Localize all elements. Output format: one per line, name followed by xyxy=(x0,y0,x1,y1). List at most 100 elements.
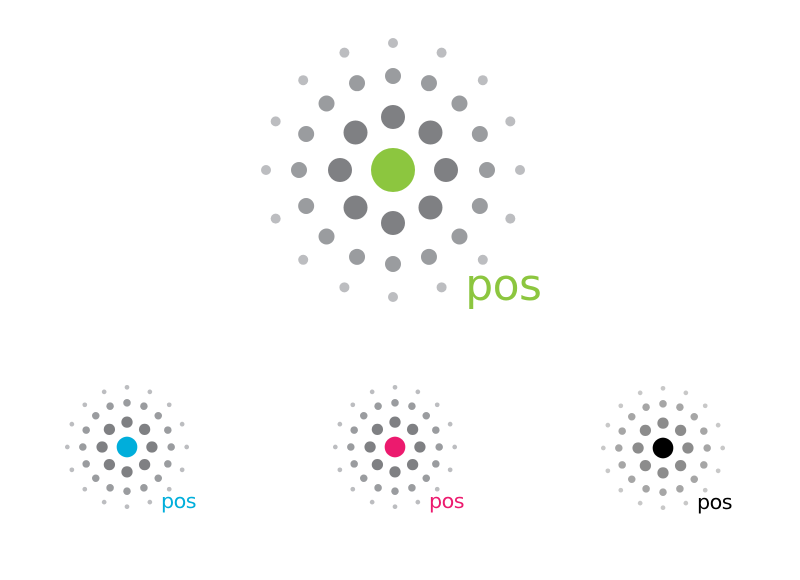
outer-ring-dot xyxy=(715,422,721,428)
outer-ring-dot xyxy=(270,116,281,127)
middle-ring-dot xyxy=(391,487,399,495)
outer-ring-dot xyxy=(505,116,516,127)
inner-ring-dot xyxy=(632,442,644,454)
outer-ring-dot xyxy=(515,165,525,175)
outer-ring-dot xyxy=(415,499,421,505)
middle-ring-dot xyxy=(700,461,708,469)
middle-ring-dot xyxy=(432,460,440,468)
outer-ring-dot xyxy=(392,384,398,390)
middle-ring-dot xyxy=(420,75,437,92)
middle-ring-dot xyxy=(659,400,667,408)
outer-ring-dot xyxy=(447,467,453,473)
outer-ring-dot xyxy=(683,390,689,396)
inner-ring-dot xyxy=(657,467,669,479)
middle-ring-dot xyxy=(422,474,430,482)
middle-ring-dot xyxy=(471,126,488,143)
inner-ring-dot xyxy=(418,195,443,220)
middle-ring-dot xyxy=(618,461,626,469)
outer-ring-dot xyxy=(69,421,75,427)
outer-ring-dot xyxy=(166,402,172,408)
outer-ring-dot xyxy=(637,500,643,506)
outer-ring-dot xyxy=(660,385,666,391)
inner-ring-dot xyxy=(674,459,687,472)
middle-ring-dot xyxy=(106,484,114,492)
middle-ring-dot xyxy=(471,197,488,214)
inner-ring-dot xyxy=(121,466,133,478)
inner-ring-dot xyxy=(381,105,405,129)
inner-ring-dot xyxy=(434,158,458,182)
middle-ring-dot xyxy=(318,228,335,245)
inner-ring-dot xyxy=(364,441,376,453)
middle-ring-dot xyxy=(123,487,131,495)
middle-ring-dot xyxy=(164,460,172,468)
inner-ring-dot xyxy=(343,195,368,220)
inner-ring-dot xyxy=(406,423,419,436)
outer-ring-dot xyxy=(505,213,516,224)
middle-ring-dot xyxy=(420,248,437,265)
inner-ring-dot xyxy=(121,416,133,428)
outer-ring-dot xyxy=(101,389,107,395)
middle-ring-dot xyxy=(690,475,698,483)
outer-ring-dot xyxy=(369,499,375,505)
outer-ring-dot xyxy=(436,282,447,293)
outer-ring-dot xyxy=(64,444,70,450)
middle-ring-dot xyxy=(374,402,382,410)
middle-ring-dot xyxy=(79,443,87,451)
outer-ring-dot xyxy=(600,445,606,451)
middle-ring-dot xyxy=(360,474,368,482)
outer-ring-dot xyxy=(337,421,343,427)
middle-ring-dot xyxy=(628,413,636,421)
middle-ring-dot xyxy=(106,402,114,410)
middle-ring-dot xyxy=(451,228,468,245)
outer-ring-dot xyxy=(270,213,281,224)
outer-ring-dot xyxy=(415,389,421,395)
inner-ring-dot xyxy=(103,458,116,471)
middle-ring-dot xyxy=(82,426,90,434)
inner-ring-dot xyxy=(639,459,652,472)
inner-ring-dot xyxy=(138,423,151,436)
outer-ring-dot xyxy=(392,504,398,510)
middle-ring-dot xyxy=(350,426,358,434)
outer-ring-dot xyxy=(683,500,689,506)
middle-ring-dot xyxy=(349,75,366,92)
inner-ring-dot xyxy=(674,424,687,437)
outer-ring-dot xyxy=(124,384,130,390)
middle-ring-dot xyxy=(92,474,100,482)
outer-ring-dot xyxy=(618,487,624,493)
outer-ring-dot xyxy=(298,75,309,86)
middle-ring-dot xyxy=(422,412,430,420)
outer-ring-dot xyxy=(166,486,172,492)
inner-ring-dot xyxy=(414,441,426,453)
middle-ring-dot xyxy=(154,412,163,420)
middle-ring-dot xyxy=(432,426,440,434)
middle-ring-dot xyxy=(360,412,368,420)
middle-ring-dot xyxy=(408,484,416,492)
middle-ring-dot xyxy=(82,460,90,468)
inner-ring-dot xyxy=(96,441,108,453)
outer-ring-dot xyxy=(702,487,708,493)
outer-ring-dot xyxy=(179,421,185,427)
outer-ring-dot xyxy=(147,499,153,505)
middle-ring-dot xyxy=(385,256,401,272)
center-accent-dot xyxy=(384,436,406,458)
outer-ring-dot xyxy=(69,467,75,473)
middle-ring-dot xyxy=(92,412,100,420)
middle-ring-dot xyxy=(318,95,335,112)
middle-ring-dot xyxy=(349,248,366,265)
middle-ring-dot xyxy=(700,427,708,435)
middle-ring-dot xyxy=(479,162,495,178)
outer-ring-dot xyxy=(339,47,350,58)
outer-ring-dot xyxy=(605,468,611,474)
middle-ring-dot xyxy=(676,485,684,493)
outer-ring-dot xyxy=(477,75,488,86)
outer-ring-dot xyxy=(184,444,190,450)
wordmark-text: pos xyxy=(161,489,197,514)
outer-ring-dot xyxy=(82,402,88,408)
inner-ring-dot xyxy=(389,466,401,478)
outer-ring-dot xyxy=(124,504,130,510)
inner-ring-dot xyxy=(371,423,384,436)
outer-ring-dot xyxy=(720,445,726,451)
